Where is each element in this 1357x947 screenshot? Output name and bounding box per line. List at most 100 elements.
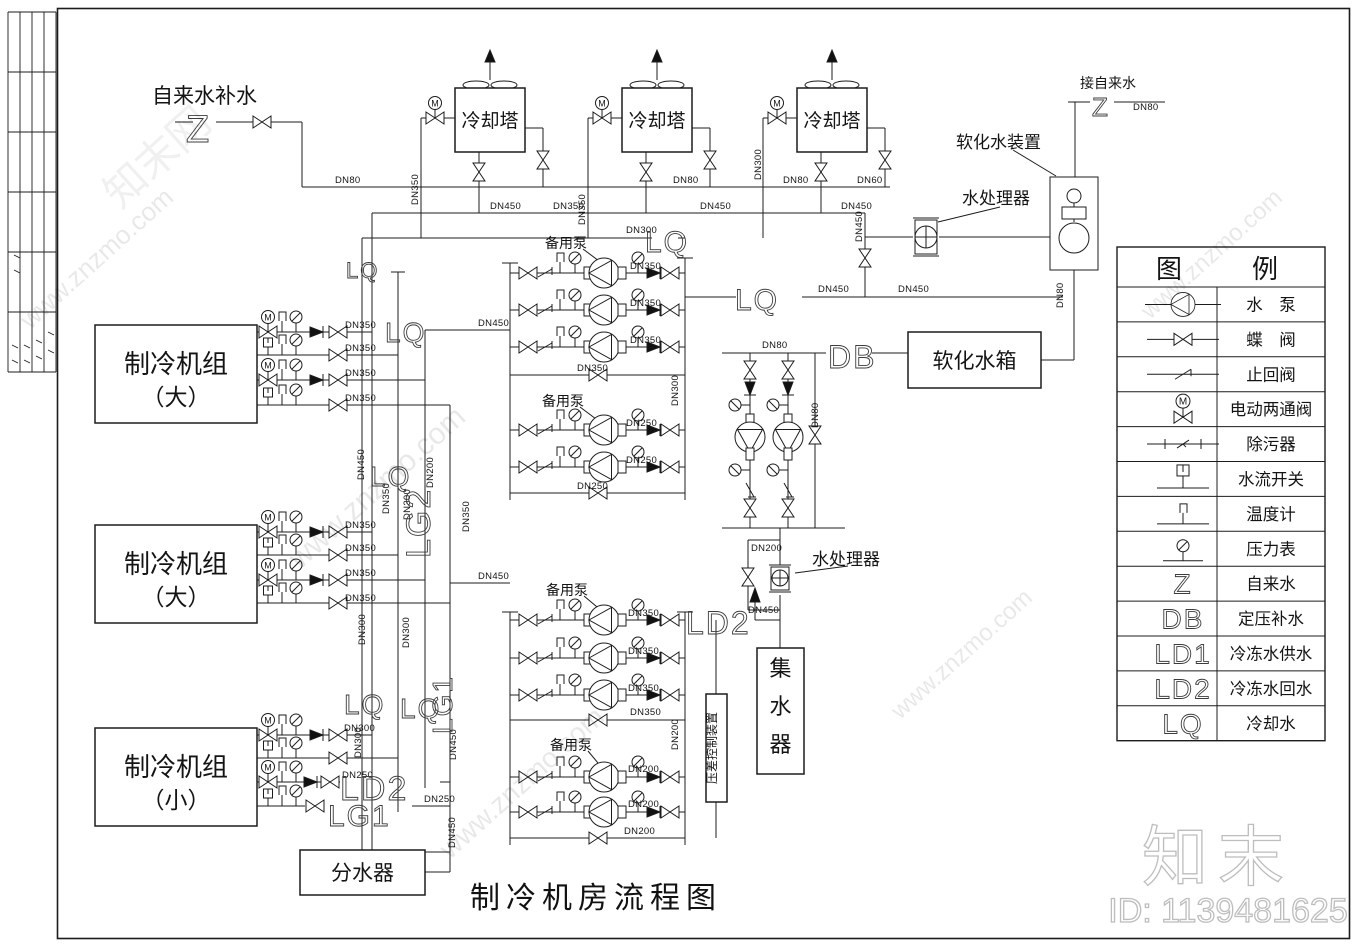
legend-label: 蝶 阀 (1246, 330, 1296, 349)
ga-symbol (728, 463, 751, 477)
ga-symbol (568, 408, 582, 431)
legend-code-LQ: LQ (1162, 708, 1203, 739)
bt-symbol (518, 460, 538, 474)
pipe-size-label: DN250 (577, 481, 608, 492)
chiller-name: 制冷机组 (124, 549, 228, 579)
equipment-boxes: 冷却塔冷却塔冷却塔制冷机组（大）制冷机组（大）制冷机组（小）软化水箱分水器集水器… (94, 87, 1042, 896)
flow-arrow-icon (651, 48, 663, 63)
sl-symbol (537, 340, 553, 352)
annotation-label: 软化水装置 (956, 133, 1041, 152)
pipe-size-label: DN300 (402, 489, 413, 520)
sl-symbol (537, 805, 553, 817)
sl-symbol (537, 460, 553, 472)
ga-symbol (568, 288, 582, 311)
pipe-size-label: DN350 (628, 646, 659, 657)
motor-letter: M (264, 513, 272, 523)
bt-symbol (588, 831, 608, 845)
bt-symbol (660, 613, 680, 627)
fc-symbol (309, 373, 324, 387)
ga-symbol (289, 310, 303, 333)
motor-letter: M (264, 561, 272, 571)
th-symbol (278, 559, 287, 581)
legend-motor-icon (1175, 393, 1191, 409)
sq-symbol (617, 303, 627, 317)
pipe-code-LD2: LD2 (686, 605, 751, 641)
motor-letter: M (264, 361, 272, 371)
legend-motor-letter: M (1179, 397, 1187, 408)
ga-symbol (289, 383, 303, 406)
pipe-size-label: DN450 (854, 211, 865, 242)
fc-symbol (309, 728, 324, 742)
pu-symbol (588, 642, 620, 674)
motor-icon (261, 713, 275, 727)
bt-symbol (858, 248, 872, 268)
ga-symbol (568, 598, 582, 621)
chiller-box (94, 524, 258, 624)
fc-symbol (309, 573, 324, 587)
motor-icon (261, 510, 275, 524)
pipe-size-label: DN450 (447, 817, 458, 848)
pipe-code-LQ: LQ (346, 258, 379, 283)
th-symbol (278, 582, 287, 604)
bt-symbol (518, 651, 538, 665)
fc-symbol (781, 381, 795, 396)
ga-symbol (568, 325, 582, 348)
pipe-code-LQ: LQ (735, 284, 779, 317)
sq-symbol (745, 447, 755, 461)
cooling-tower-label: 冷却塔 (461, 110, 518, 132)
pipe-code-LQ: LQ (385, 317, 426, 348)
bt-symbol (743, 360, 757, 380)
motor-icon (261, 760, 275, 774)
flow-arrow-icon (484, 48, 496, 63)
annotation-label: 自来水补水 (152, 85, 257, 108)
pipe-size-label: DN80 (810, 403, 821, 429)
pipe-size-label: DN80 (762, 340, 788, 351)
site-watermark: www.znzmo.com (885, 584, 1038, 725)
pipe-size-label: DN350 (577, 363, 608, 374)
sl-symbol (537, 266, 553, 278)
pipe-size-label: DN300 (753, 149, 764, 180)
bt-symbol (639, 162, 653, 182)
legend-label: 电动两通阀 (1230, 400, 1313, 419)
sl-symbol (537, 613, 553, 625)
pipe-size-label: DN350 (630, 335, 661, 346)
legend-label: 水流开关 (1238, 470, 1304, 489)
legend-label: 自来水 (1246, 575, 1296, 594)
pu-symbol (588, 761, 620, 793)
pu-symbol (588, 294, 620, 326)
pipe-size-label: DN450 (841, 201, 872, 212)
th-symbol (278, 785, 287, 807)
pu-symbol (588, 604, 620, 636)
fs-symbol (263, 740, 273, 759)
water-distributor-label: 分水器 (331, 862, 394, 885)
pipe-size-label: DN350 (345, 568, 376, 579)
pipe-size-label: DN80 (1133, 102, 1159, 113)
motor-letter: M (264, 313, 272, 323)
sq-symbol (617, 613, 627, 627)
pipe-code-LG1: LG1 (328, 800, 391, 833)
pipe-code-LQ: LQ (344, 689, 385, 720)
water-distributor-box (299, 849, 426, 896)
legend-label: 定压补水 (1238, 610, 1305, 629)
th-symbol (278, 359, 287, 381)
pipe-size-label: DN300 (344, 723, 375, 734)
th-symbol (556, 289, 565, 311)
annotation-label: 备用泵 (550, 737, 592, 753)
brand-watermark: 知末 (1142, 820, 1294, 894)
chiller-box (94, 727, 258, 827)
pu-symbol (588, 331, 620, 363)
pipe-size-label: DN350 (381, 483, 392, 514)
th-symbol (278, 511, 287, 533)
chiller-box (94, 324, 258, 424)
bt-symbol (518, 805, 538, 819)
legend-label: 压力表 (1246, 540, 1296, 559)
sq-symbol (617, 423, 627, 437)
chiller-size: （大） (142, 584, 211, 610)
annotation-label: 备用泵 (542, 393, 584, 409)
legend-header-left: 图 (1156, 254, 1182, 284)
legend-label: 水 泵 (1246, 295, 1296, 314)
bt-symbol (660, 340, 680, 354)
pipe-size-label: DN200 (628, 799, 659, 810)
